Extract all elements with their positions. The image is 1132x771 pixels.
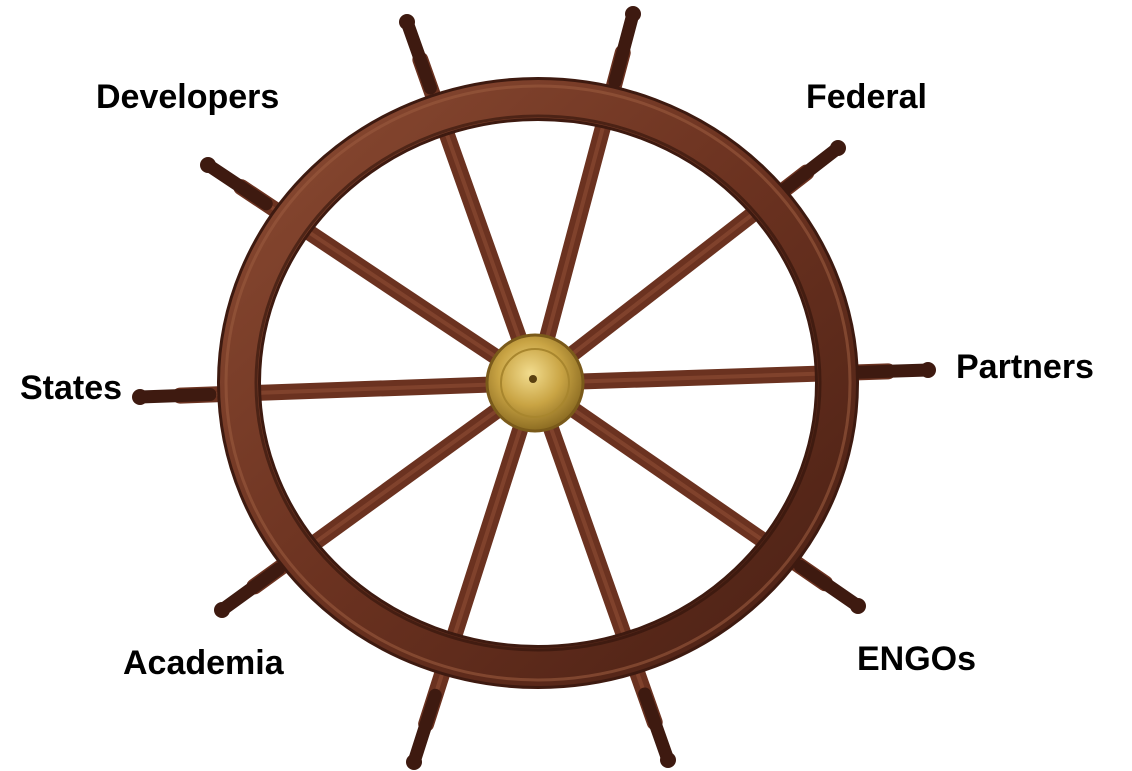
spoke-knob-9 [132, 389, 148, 405]
label-academia: Academia [123, 646, 284, 680]
spoke-knob-2 [625, 6, 641, 22]
spoke-knob-8 [214, 602, 230, 618]
label-engos: ENGOs [857, 642, 976, 676]
label-developers: Developers [96, 80, 279, 114]
label-states: States [20, 371, 122, 405]
spoke-handle-4 [858, 370, 928, 372]
spoke-knob-4 [920, 362, 936, 378]
wheel-hub [487, 335, 583, 431]
spoke-knob-6 [660, 752, 676, 768]
spoke-handle-3 [783, 148, 838, 191]
spoke-knob-3 [830, 140, 846, 156]
spoke-handle-5 [800, 566, 858, 606]
spoke-knob-10 [200, 157, 216, 173]
spoke-knob-7 [406, 754, 422, 770]
spoke-knob-5 [850, 598, 866, 614]
label-federal: Federal [806, 80, 927, 114]
spoke-handle-10 [208, 165, 266, 204]
spoke-handle-2 [615, 14, 633, 82]
label-partners: Partners [956, 350, 1094, 384]
spoke-handle-9 [140, 395, 210, 397]
spoke-knob-1 [399, 14, 415, 30]
spoke-handle-8 [222, 569, 279, 610]
